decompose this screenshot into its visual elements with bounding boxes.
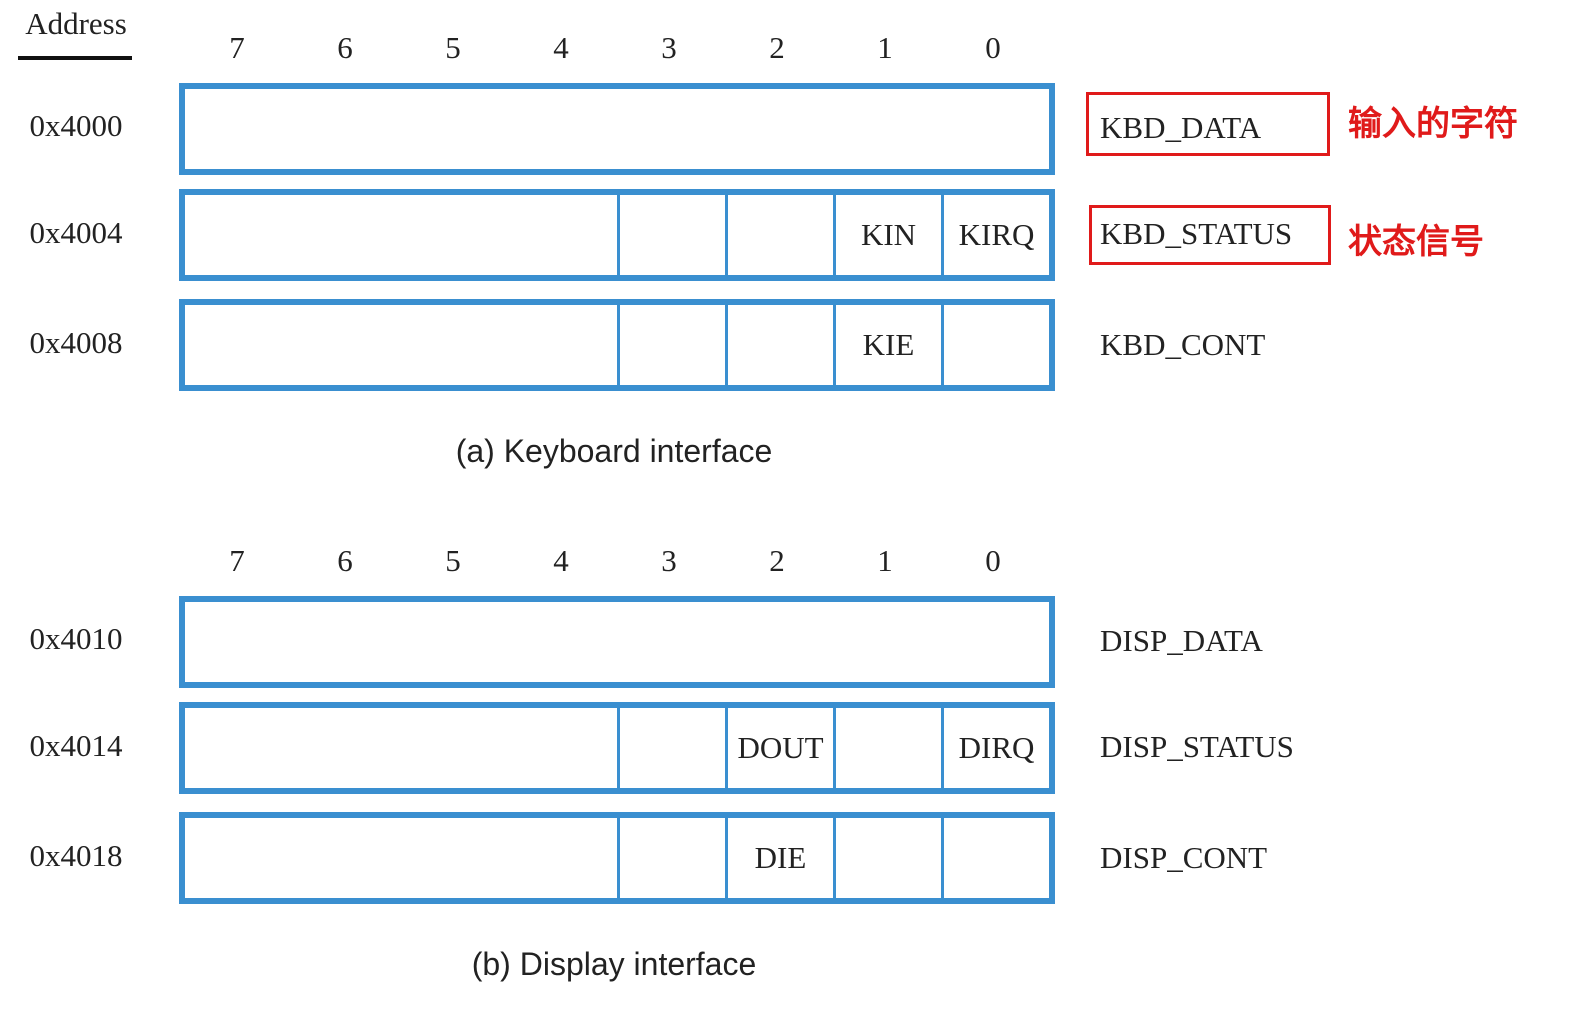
register-address: 0x4014 [29, 728, 123, 763]
bit-cell-3 [617, 195, 725, 275]
highlight-box-kbd-data [1086, 92, 1330, 156]
register-disp-data [179, 596, 1055, 688]
bit-cell-0: DIRQ [941, 708, 1049, 788]
keyboard-interface-caption: (a) Keyboard interface [455, 433, 773, 469]
register-kbd-status: KIN KIRQ [179, 189, 1055, 281]
bit-number: 2 [769, 543, 785, 578]
bit-cell-3 [617, 818, 725, 898]
bit-number: 7 [229, 30, 245, 65]
register-disp-status: DOUT DIRQ [179, 702, 1055, 794]
bit-number: 3 [661, 543, 677, 578]
bit-number: 7 [229, 543, 245, 578]
register-address: 0x4000 [29, 108, 123, 143]
register-address: 0x4018 [29, 838, 123, 873]
bit-cell-1: KIE [833, 305, 941, 385]
highlight-box-kbd-status [1089, 205, 1331, 265]
bit-number: 1 [877, 30, 893, 65]
bit-number: 0 [985, 30, 1001, 65]
address-header-underline [18, 56, 132, 60]
bit-number: 6 [337, 543, 353, 578]
bit-cell-0: KIRQ [941, 195, 1049, 275]
register-kbd-cont: KIE [179, 299, 1055, 391]
register-address: 0x4010 [29, 621, 123, 656]
register-name: KBD_CONT [1100, 327, 1266, 362]
bit-cell-1 [833, 708, 941, 788]
display-bit-numbers: 7 6 5 4 3 2 1 0 [183, 543, 1047, 583]
bit-cell-3 [617, 305, 725, 385]
register-kbd-data [179, 83, 1055, 175]
bit-cell-2 [725, 305, 833, 385]
register-address: 0x4008 [29, 325, 123, 360]
register-name: DISP_CONT [1100, 840, 1268, 875]
bit-cell-0 [941, 818, 1049, 898]
bit-cell-0 [941, 305, 1049, 385]
bit-cell-2: DOUT [725, 708, 833, 788]
bit-number: 1 [877, 543, 893, 578]
bit-number: 2 [769, 30, 785, 65]
register-name: DISP_STATUS [1100, 729, 1294, 764]
bit-cell-2 [725, 195, 833, 275]
bit-cell-2: DIE [725, 818, 833, 898]
address-column-header: Address [25, 6, 127, 41]
bit-number: 5 [445, 30, 461, 65]
register-name: KBD_STATUS [1100, 216, 1293, 251]
keyboard-bit-numbers: 7 6 5 4 3 2 1 0 [183, 30, 1047, 70]
annotation-status-signal: 状态信号 [1348, 222, 1484, 262]
bit-cell-3 [617, 708, 725, 788]
bit-cell-1 [833, 818, 941, 898]
register-name: DISP_DATA [1100, 623, 1263, 658]
bit-number: 3 [661, 30, 677, 65]
bit-number: 5 [445, 543, 461, 578]
bit-number: 6 [337, 30, 353, 65]
bit-number: 4 [553, 543, 569, 578]
annotation-input-char: 输入的字符 [1348, 104, 1518, 144]
display-interface-caption: (b) Display interface [471, 946, 757, 982]
bit-number: 4 [553, 30, 569, 65]
bit-cell-1: KIN [833, 195, 941, 275]
bit-number: 0 [985, 543, 1001, 578]
register-address: 0x4004 [29, 215, 123, 250]
register-name: KBD_DATA [1100, 110, 1262, 145]
register-disp-cont: DIE [179, 812, 1055, 904]
